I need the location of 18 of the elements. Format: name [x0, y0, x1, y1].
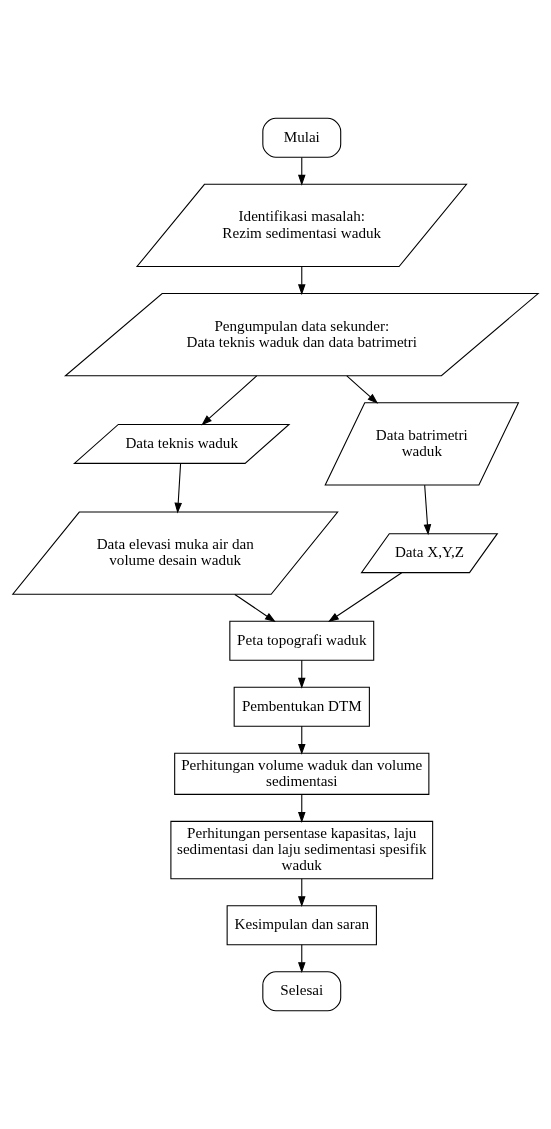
arrow [297, 944, 306, 974]
node-box: Kesimpulan dan saran [226, 905, 377, 946]
arrow [423, 484, 432, 536]
arrow [297, 266, 306, 296]
arrow [174, 463, 182, 514]
arrow [234, 593, 276, 623]
node-box: Perhitungan persentase kapasitas, laju sedimentasi dan laju sedimentasi spesifik waduk [170, 820, 434, 880]
arrow [201, 375, 258, 426]
node-box: Perhitungan volume waduk dan volume sedimentasi [174, 752, 430, 795]
node-box: Pembentukan DTM [233, 686, 370, 727]
node-box: Selesai [262, 971, 342, 1012]
node-box: Mulai [262, 117, 342, 158]
arrow [346, 375, 379, 404]
arrow [328, 572, 403, 623]
arrow [297, 156, 306, 186]
node-box: Peta topografi waduk [229, 620, 375, 661]
arrow [297, 725, 306, 755]
arrow [297, 659, 306, 689]
